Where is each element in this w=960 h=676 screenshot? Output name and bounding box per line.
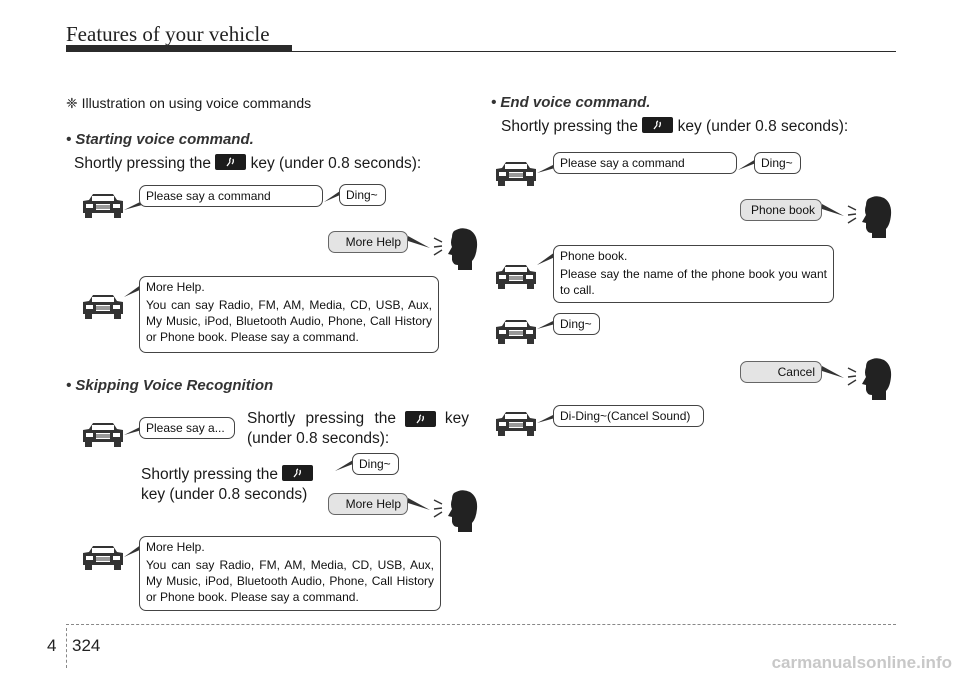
car-icon [496,320,536,344]
talk-key-icon [282,465,314,481]
car-icon [83,546,123,570]
starting-instruction: Shortly pressing the key (under 0.8 seco… [74,154,421,173]
user-bubble: Cancel [740,361,822,383]
skipping-voice-recognition-title: • Skipping Voice Recognition [66,377,274,394]
bubble-title: More Help. [146,280,205,294]
note-symbol: ❈ [66,95,78,111]
skipping-instruction-2: Shortly pressing the key (under 0.8 seco… [141,465,314,505]
instruction-text: Shortly pressing the [74,155,211,172]
speech-tail [537,414,555,423]
speech-tail [537,320,555,329]
system-bubble: Please say a command [553,152,737,174]
instruction-text: Shortly pressing the [141,466,278,483]
instruction-text: Shortly pressing the [247,410,396,427]
car-icon [83,295,123,319]
speech-tail [124,284,142,297]
car-icon [83,423,123,447]
system-bubble: Please say a... [139,417,235,439]
system-bubble: Ding~ [754,152,801,174]
speech-tail [822,204,844,216]
header-accent-bar [66,45,292,52]
speech-tail [324,191,340,202]
end-instruction: Shortly pressing the key (under 0.8 seco… [501,117,848,136]
system-bubble: Ding~ [339,184,386,206]
system-bubble: Please say a command [139,185,323,207]
system-bubble: Ding~ [553,313,600,335]
page-number: 324 [72,636,101,655]
speaking-head-icon [847,196,892,238]
speech-tail [408,498,430,510]
instruction-text: key (under 0.8 seconds): [677,118,849,135]
illustration-note: ❈ Illustration on using voice commands [66,95,311,112]
user-bubble: More Help [328,231,408,253]
talk-key-icon [642,117,674,133]
bubble-body: Please say the name of the phone book yo… [560,267,827,297]
instruction-text: key (under 0.8 seconds) [141,486,308,503]
user-bubble: More Help [328,493,408,515]
bubble-title: More Help. [146,540,205,554]
footer-divider [66,628,67,668]
speech-tail [124,544,142,557]
speaking-head-icon [433,490,478,532]
car-icon [496,265,536,289]
instruction-text: key (under 0.8 seconds): [250,155,422,172]
chapter-number: 4 [47,636,57,655]
speaking-head-icon [433,228,478,270]
speech-tail [537,252,555,265]
system-bubble: Di-Ding~(Cancel Sound) [553,405,704,427]
speech-tail [537,164,555,173]
footer-rule [66,624,896,625]
note-text: Illustration on using voice commands [81,95,312,111]
talk-key-icon [215,154,247,170]
system-bubble-phone-book: Phone book. Please say the name of the p… [553,245,834,303]
instruction-text: key [444,410,469,427]
system-bubble-more-help: More Help. You can say Radio, FM, AM, Me… [139,536,441,611]
speech-tail [335,460,353,471]
header-rule [292,51,896,52]
car-icon [83,194,123,218]
speech-tail [408,236,430,248]
speech-tail [738,159,756,170]
speech-tail [822,366,844,378]
starting-voice-command-title: • Starting voice command. [66,131,254,148]
page-header-title: Features of your vehicle [66,22,270,46]
system-bubble-more-help: More Help. You can say Radio, FM, AM, Me… [139,276,439,353]
car-icon [496,412,536,436]
bubble-body: You can say Radio, FM, AM, Media, CD, US… [146,298,432,344]
skipping-instruction-1: Shortly pressing the key (under 0.8 seco… [247,409,469,449]
speaking-head-icon [847,358,892,400]
end-voice-command-title: • End voice command. [491,94,651,111]
system-bubble: Ding~ [352,453,399,475]
talk-key-icon [404,411,436,427]
bubble-body: You can say Radio, FM, AM, Media, CD, US… [146,558,434,604]
user-bubble: Phone book [740,199,822,221]
bubble-title: Phone book. [560,249,628,263]
speech-tail [124,426,142,435]
watermark-text: carmanualsonline.info [771,653,952,672]
car-icon [496,162,536,186]
instruction-text: (under 0.8 seconds): [247,430,390,447]
instruction-text: Shortly pressing the [501,118,638,135]
speech-tail [124,201,142,210]
